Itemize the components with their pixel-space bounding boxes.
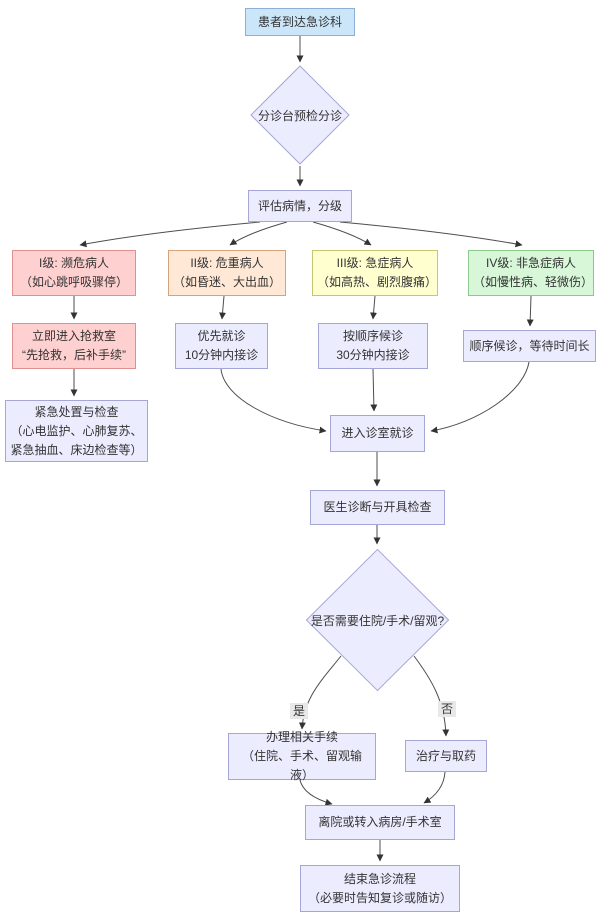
node-end-line1: 结束急诊流程 [343, 871, 416, 886]
node-level4: IV级: 非急症病人 （如慢性病、轻微伤） [468, 250, 594, 296]
edge-queue30-consult [370, 368, 378, 412]
edge-level4-wait [526, 295, 534, 327]
node-emergency-line2: （心电监护、心肺复苏、 [10, 423, 143, 438]
node-emergency: 紧急处置与检查 （心电监护、心肺复苏、 紧急抽血、床边检查等） [5, 400, 148, 462]
node-diagnose: 医生诊断与开具检查 [310, 490, 445, 525]
edge-treatment-discharge [423, 771, 446, 804]
node-decision-label: 是否需要住院/手术/留观? [310, 613, 445, 628]
edge-procedures-discharge [299, 779, 333, 806]
node-rescue-line1: 立即进入抢救室 [31, 329, 116, 343]
node-rescue-line2: “先抢救，后补手续” [22, 348, 126, 362]
edge-wait-consult [430, 361, 530, 434]
node-queue30-line2: 30分钟内接诊 [336, 348, 410, 362]
node-diagnose-label: 医生诊断与开具检查 [323, 500, 432, 514]
node-priority: 优先就诊 10分钟内接诊 [175, 323, 268, 369]
node-level1: I级: 濒危病人 （如心跳呼吸骤停） [12, 250, 136, 296]
node-wait: 顺序候诊，等待时间长 [463, 330, 596, 362]
edge-level3-queue30 [370, 295, 378, 320]
node-start: 患者到达急诊科 [245, 8, 355, 36]
edge-assess-level1 [79, 221, 261, 248]
decision-diamond-shape [305, 548, 450, 692]
node-assess-label: 评估病情，分级 [257, 198, 342, 213]
node-triage-label: 分诊台预检分诊 [257, 108, 342, 123]
node-level1-line1: I级: 濒危病人 [38, 256, 109, 270]
node-procedures: 办理相关手续 （住院、手术、留观输液） [228, 730, 376, 782]
node-triage-decision: 分诊台预检分诊 [250, 65, 350, 165]
node-decision: 是否需要住院/手术/留观? [305, 548, 450, 692]
node-emergency-line1: 紧急处置与检查 [34, 404, 119, 419]
node-discharge: 离院或转入病房/手术室 [305, 805, 455, 840]
node-procedures-line1: 办理相关手续 [265, 730, 338, 744]
node-level2-line1: II级: 危重病人 [190, 256, 264, 270]
node-consult-label: 进入诊室就诊 [341, 426, 414, 440]
node-priority-line1: 优先就诊 [197, 329, 246, 343]
node-end: 结束急诊流程 （必要时告知复诊或随访） [300, 865, 460, 912]
triage-diamond-shape [250, 65, 350, 165]
edge-assess-level2 [229, 221, 288, 246]
edge-decision-treatment [413, 655, 450, 737]
node-discharge-label: 离院或转入病房/手术室 [318, 815, 442, 829]
node-level3-line1: III级: 急症病人 [336, 256, 414, 270]
node-assess: 评估病情，分级 [248, 190, 352, 222]
node-emergency-line3: 紧急抽血、床边检查等） [10, 442, 143, 457]
node-start-label: 患者到达急诊科 [257, 14, 342, 29]
node-level1-line2: （如心跳呼吸骤停） [19, 275, 128, 289]
node-procedures-line2: （住院、手术、留观输液） [241, 749, 362, 782]
node-end-line2: （必要时告知复诊或随访） [307, 890, 452, 905]
node-level3: III级: 急症病人 （如高热、剧烈腹痛） [312, 250, 438, 296]
edge-level2-priority [219, 295, 227, 320]
node-priority-line2: 10分钟内接诊 [184, 348, 259, 362]
edge-label-yes: 是 [290, 703, 309, 719]
node-queue30-line1: 按顺序候诊 [342, 329, 403, 343]
edge-assess-level3 [312, 221, 372, 246]
node-level2-line2: （如昏迷、大出血） [173, 275, 282, 289]
node-queue30: 按顺序候诊 30分钟内接诊 [318, 323, 428, 369]
edge-decision-procedures [298, 655, 342, 730]
node-level4-line2: （如慢性病、轻微伤） [473, 275, 594, 289]
node-level3-line2: （如高热、剧烈腹痛） [317, 275, 438, 289]
node-wait-label: 顺序候诊，等待时间长 [469, 338, 590, 353]
node-level2: II级: 危重病人 （如昏迷、大出血） [168, 250, 286, 296]
node-rescue: 立即进入抢救室 “先抢救，后补手续” [12, 323, 136, 369]
edge-label-no: 否 [438, 701, 457, 717]
node-consult: 进入诊室就诊 [330, 415, 425, 452]
node-treatment-label: 治疗与取药 [415, 748, 476, 763]
node-level4-line1: IV级: 非急症病人 [485, 256, 576, 270]
edge-assess-level4 [339, 221, 523, 248]
edge-priority-consult [220, 368, 327, 434]
node-treatment: 治疗与取药 [405, 740, 487, 772]
